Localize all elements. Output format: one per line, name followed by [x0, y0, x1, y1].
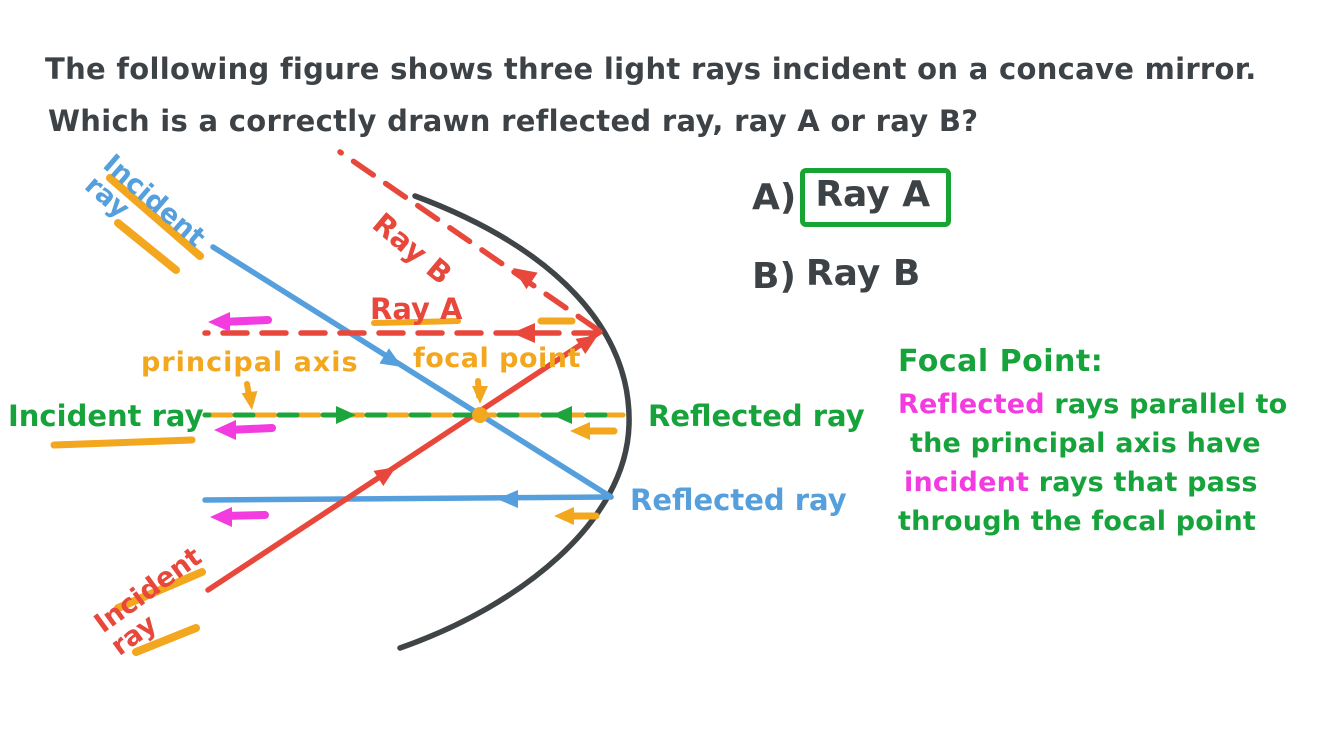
orange-arrow-axis-head [570, 422, 590, 440]
concave-mirror-curve [397, 193, 632, 651]
question-line-2: Which is a correctly drawn reflected ray… [48, 104, 979, 138]
green-incident-arrowhead [336, 406, 356, 424]
reflected-ray-middle-label: Reflected ray [648, 399, 865, 433]
incident-ray-middle-underline [50, 436, 196, 449]
red-incident-ray-arrowhead-mirror [575, 335, 598, 354]
option-a-prefix: A) [752, 177, 797, 218]
magenta-arrow-axis-head [214, 420, 236, 440]
principal-axis-label: principal axis [141, 347, 359, 378]
blue-reflected-ray-arrowhead [497, 490, 518, 508]
note-title: Focal Point: [898, 344, 1104, 379]
blue-incident-ray-arrowhead [379, 348, 402, 367]
note-line-1: Reflected rays parallel to [898, 389, 1288, 420]
blue-incident-ray-line [210, 244, 614, 500]
incident-ray-middle-label: Incident ray [8, 399, 204, 433]
note-line-3: incident rays that pass [904, 467, 1258, 498]
note-line-3-highlight: incident [904, 467, 1039, 498]
magenta-arrow-blue-head [210, 507, 232, 527]
green-reflected-arrowhead [552, 406, 572, 424]
red-incident-ray-line [205, 329, 603, 593]
incident-ray-bottom-underline-2 [132, 624, 200, 656]
note-line-1-highlight: Reflected [898, 389, 1055, 420]
blue-reflected-ray-line [202, 494, 614, 503]
ray-a-arrowhead [512, 323, 535, 343]
focal-point-label: focal point [413, 343, 581, 374]
ray-a-label-underline [371, 318, 461, 326]
option-b-prefix: B) [752, 256, 796, 297]
reflected-ray-bottom-label: Reflected ray [630, 483, 847, 517]
focal-point-note: Focal Point: Reflected rays parallel to … [898, 344, 1344, 541]
answer-option-a[interactable]: A) Ray A [752, 168, 952, 227]
principal-axis-pointer-head [241, 391, 258, 410]
answer-option-b[interactable]: B) Ray B [752, 252, 930, 301]
question-line-1: The following figure shows three light r… [45, 52, 1257, 86]
ray-b-arrowhead [513, 268, 538, 290]
incident-ray-bottom-underline-1 [114, 568, 206, 612]
orange-arrow-blue-head [554, 507, 574, 525]
incident-ray-top-underline-2 [114, 219, 180, 274]
option-b-label[interactable]: Ray B [805, 253, 921, 294]
note-line-2: the principal axis have [910, 428, 1261, 459]
focal-point-pointer-head [472, 386, 488, 404]
focal-point-dot [472, 407, 488, 423]
note-line-4: through the focal point [898, 506, 1257, 537]
red-incident-ray-arrowhead-mid [373, 467, 396, 486]
ray-b-dashed-line [337, 149, 601, 333]
ray-a-label: Ray A [370, 292, 463, 326]
option-a-label-boxed[interactable]: Ray A [800, 168, 952, 227]
incident-ray-top-underline-1 [106, 174, 204, 260]
magenta-arrow-rayA-head [208, 312, 230, 332]
